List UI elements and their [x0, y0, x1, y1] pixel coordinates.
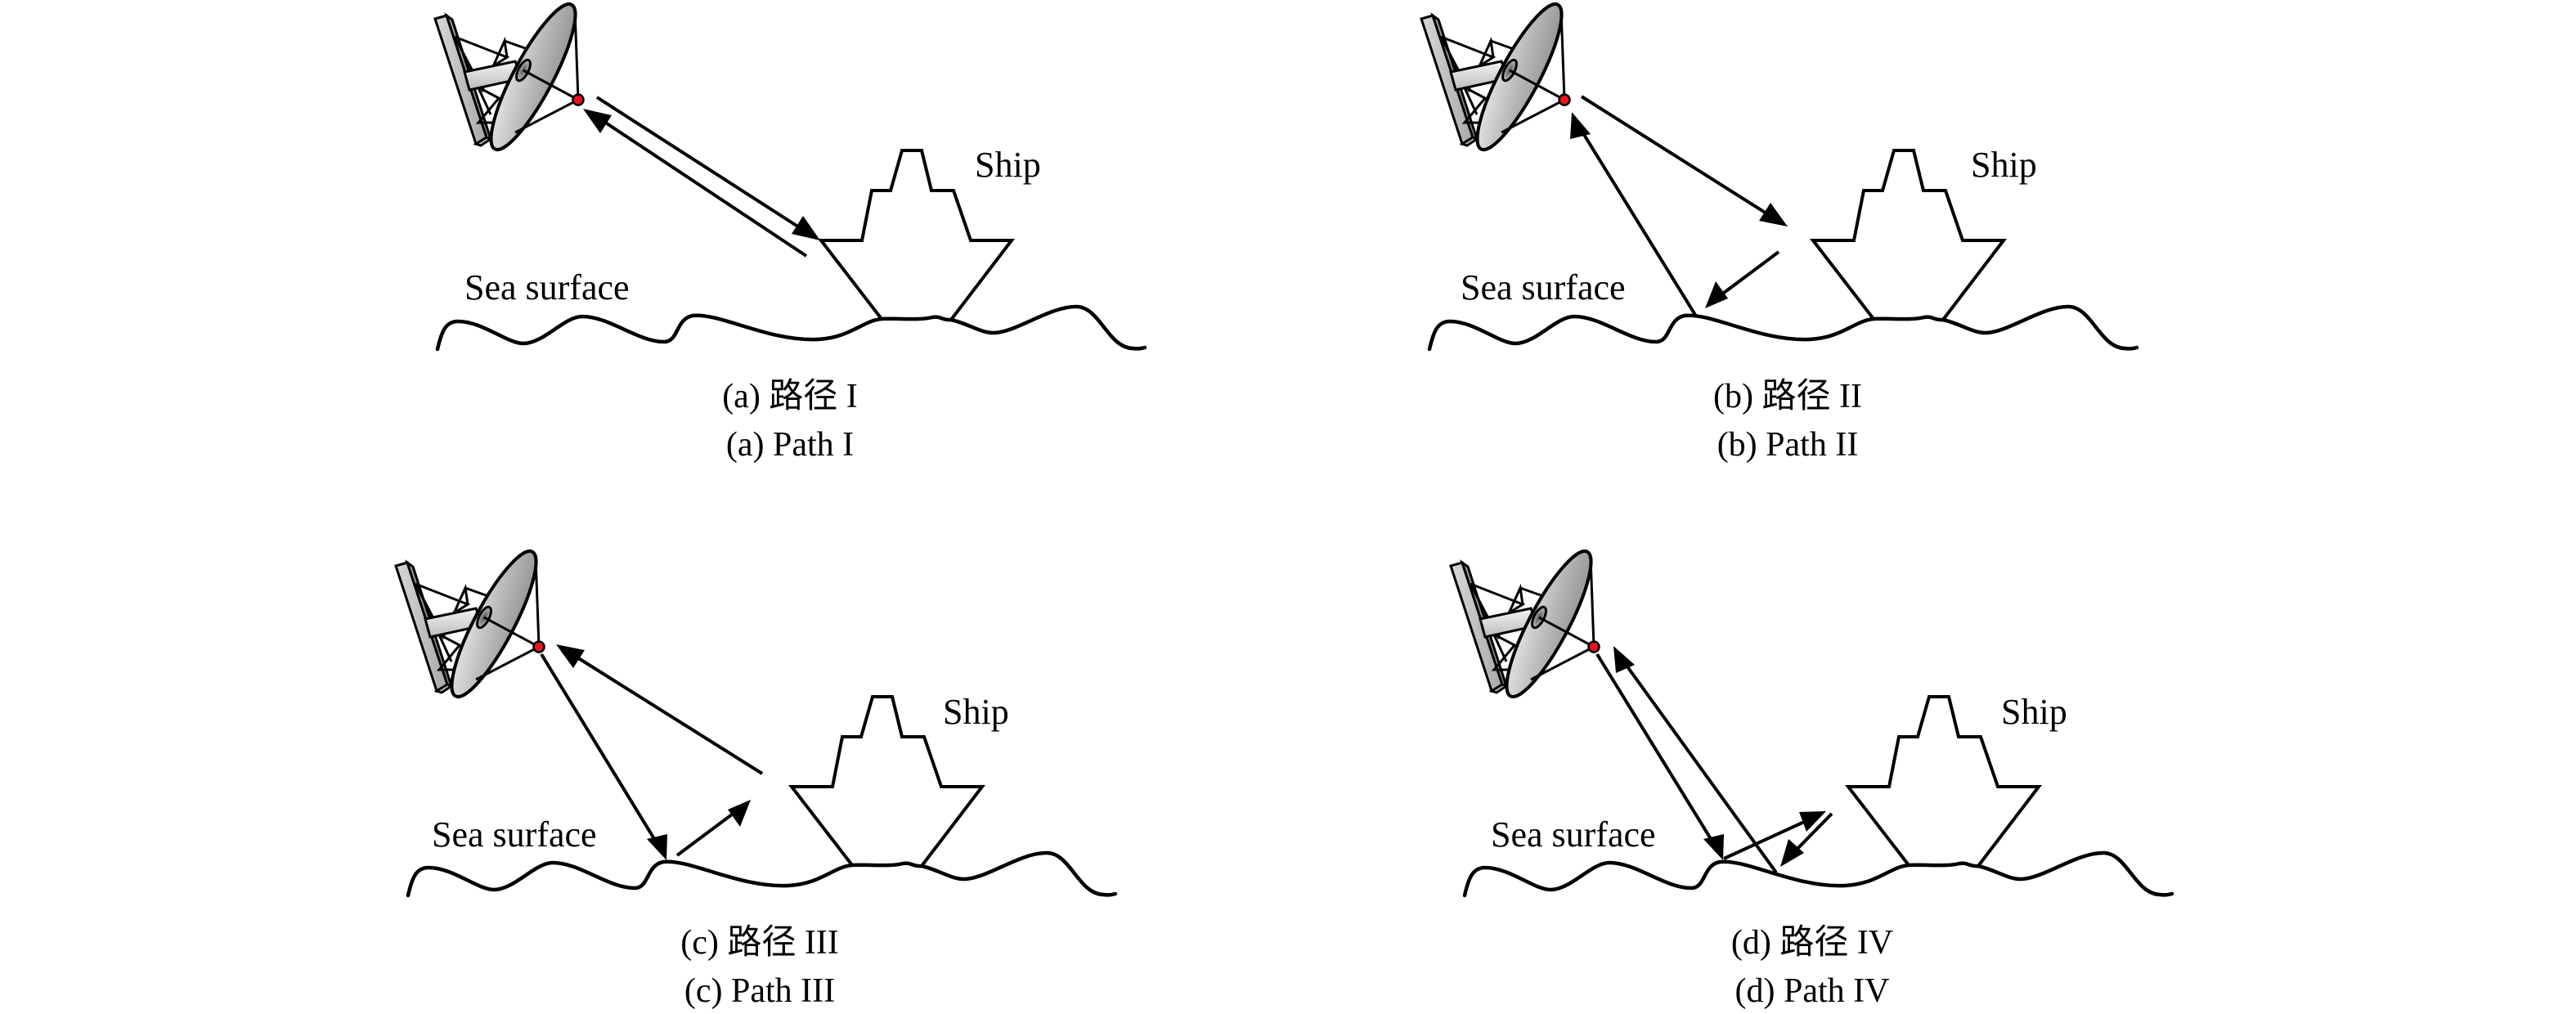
ray-ship-to-sea	[1705, 250, 1780, 308]
ray-antenna-to-sea	[1595, 653, 1724, 860]
feed-point	[532, 640, 545, 653]
ship-label: Ship	[975, 145, 1041, 185]
ship-label: Ship	[2001, 692, 2067, 732]
ray-antenna-to-sea	[540, 653, 667, 860]
panel-a: Ship Sea surface (a) 路径 I (a) Path I	[433, 0, 1145, 464]
ray-sea-to-ship	[675, 800, 751, 857]
radar-antenna-icon	[1449, 541, 1607, 707]
ray-ship-to-sea	[1780, 812, 1833, 867]
caption-cn: (b) 路径 II	[1713, 378, 1862, 415]
radar-antenna-icon	[394, 541, 552, 707]
sea-surface-wave	[438, 307, 1145, 349]
ship-label: Ship	[943, 692, 1009, 732]
caption-en: (a) Path I	[726, 426, 854, 464]
ray-ship-to-antenna	[583, 109, 808, 258]
feed-point	[572, 93, 585, 106]
ray-antenna-to-ship	[595, 96, 820, 240]
radar-antenna-icon	[1420, 0, 1577, 160]
caption-cn: (d) 路径 IV	[1731, 924, 1893, 962]
sea-surface-label: Sea surface	[464, 267, 630, 307]
caption-en: (c) Path III	[684, 972, 835, 1010]
ray-sea-to-antenna	[1613, 646, 1778, 874]
ray-sea-to-ship	[1723, 811, 1826, 860]
sea-surface-label: Sea surface	[1491, 814, 1656, 855]
feed-point	[1558, 93, 1571, 106]
caption-cn: (a) 路径 I	[722, 378, 858, 415]
sea-surface-label: Sea surface	[1461, 267, 1626, 307]
ray-sea-to-antenna	[1570, 112, 1697, 316]
panel-b: Ship Sea surface (b) 路径 II (b) Path II	[1420, 0, 2137, 464]
sea-surface-wave	[1465, 853, 2172, 895]
radar-antenna-icon	[433, 0, 591, 160]
feed-point	[1587, 640, 1600, 653]
caption-cn: (c) 路径 III	[680, 924, 839, 962]
sea-surface-wave	[1429, 307, 2137, 349]
ray-antenna-to-ship	[1580, 95, 1788, 227]
sea-surface-label: Sea surface	[432, 814, 597, 855]
panel-c: Ship Sea surface (c) 路径 III (c) Path III	[394, 541, 1115, 1010]
ray-ship-to-antenna	[556, 644, 764, 775]
sea-surface-wave	[408, 853, 1115, 895]
ship-label: Ship	[1971, 145, 2037, 185]
panel-d: Ship Sea surface (d) 路径 IV (d) Path IV	[1449, 541, 2172, 1010]
caption-en: (b) Path II	[1717, 426, 1859, 464]
caption-en: (d) Path IV	[1735, 972, 1890, 1010]
